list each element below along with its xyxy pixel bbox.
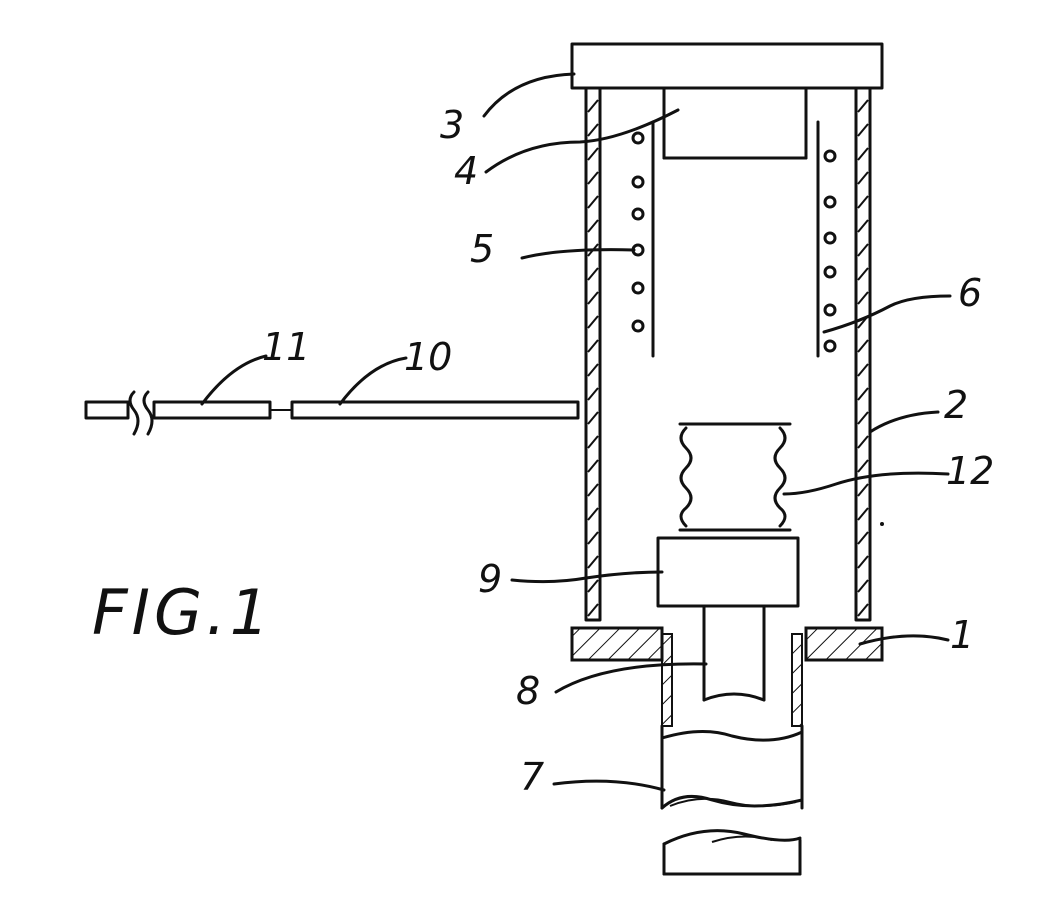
coil-turn: [825, 341, 835, 351]
coil-turn: [825, 197, 835, 207]
bellows: [680, 424, 790, 530]
wall-hatch-line: [588, 196, 598, 208]
wall-hatch-line: [858, 124, 868, 136]
wall-hatch-line: [858, 100, 868, 112]
wall-hatch-line: [858, 508, 868, 520]
wall-hatch-line: [588, 460, 598, 472]
wall-hatch-line: [858, 244, 868, 256]
wall-hatch-line: [588, 556, 598, 568]
label-4: 4: [454, 149, 478, 193]
wall-hatch-line: [588, 580, 598, 592]
label-1: 1: [950, 613, 974, 657]
wall-hatch-line: [588, 124, 598, 136]
wall-hatch-line: [858, 196, 868, 208]
wall-hatch-line: [858, 268, 868, 280]
wall-hatch-line: [858, 172, 868, 184]
wall-hatch-line: [588, 172, 598, 184]
wall-hatch-line: [588, 436, 598, 448]
wall-hatch-line: [588, 532, 598, 544]
push-rod: [86, 392, 578, 434]
wall-hatch-line: [588, 412, 598, 424]
wall-hatch-line: [858, 220, 868, 232]
wall-hatch-line: [858, 292, 868, 304]
wall-hatch-line: [858, 556, 868, 568]
label-6: 6: [958, 271, 982, 315]
wall-hatch-line: [588, 604, 598, 616]
label-11: 11: [262, 325, 310, 369]
wall-hatch-line: [588, 508, 598, 520]
heating-coil-left: [633, 133, 643, 331]
coil-turn: [633, 209, 643, 219]
wall-hatch-line: [858, 340, 868, 352]
wall-hatch-line: [588, 340, 598, 352]
label-9: 9: [478, 557, 502, 601]
label-7: 7: [520, 755, 544, 799]
wall-hatch-line: [588, 316, 598, 328]
wall-hatch-line: [588, 484, 598, 496]
speck-mark: [880, 522, 884, 526]
leader-lines: [202, 74, 950, 790]
coil-turn: [825, 305, 835, 315]
coil-turn: [633, 177, 643, 187]
label-10: 10: [404, 335, 452, 379]
label-5: 5: [470, 227, 494, 271]
wall-hatch-line: [858, 484, 868, 496]
wall-hatch-line: [858, 364, 868, 376]
wall-hatch-line: [858, 412, 868, 424]
coil-turn: [825, 151, 835, 161]
shaft: [704, 606, 764, 700]
figure-title: FIG.1: [92, 576, 273, 649]
wall-hatch-line: [858, 604, 868, 616]
coil-turn: [633, 283, 643, 293]
wall-hatch-line: [588, 292, 598, 304]
coil-turn: [633, 321, 643, 331]
wall-hatch-line: [588, 364, 598, 376]
wall-hatch-line: [858, 148, 868, 160]
chamber-wall-right: [856, 88, 870, 620]
wall-hatch-line: [588, 100, 598, 112]
wall-hatch-line: [588, 220, 598, 232]
label-8: 8: [516, 669, 540, 713]
label-12: 12: [946, 449, 994, 493]
support-block: [658, 538, 798, 606]
wall-hatch-line: [588, 388, 598, 400]
label-3: 3: [440, 103, 464, 147]
source-holder: [664, 88, 806, 158]
wall-hatch-line: [858, 580, 868, 592]
wall-hatch-line: [858, 532, 868, 544]
support-tube: [662, 634, 802, 874]
wall-hatch-line: [858, 460, 868, 472]
chamber-wall-left: [586, 88, 600, 620]
coil-turn: [633, 133, 643, 143]
wall-hatch-line: [588, 268, 598, 280]
base-plate: [572, 628, 882, 660]
coil-turn: [825, 267, 835, 277]
label-2: 2: [944, 383, 968, 427]
top-cover-plate: [572, 44, 882, 88]
wall-hatch-line: [858, 388, 868, 400]
wall-hatch-line: [858, 436, 868, 448]
coil-turn: [825, 233, 835, 243]
wall-hatch-line: [588, 148, 598, 160]
heating-coil-right: [825, 151, 835, 351]
